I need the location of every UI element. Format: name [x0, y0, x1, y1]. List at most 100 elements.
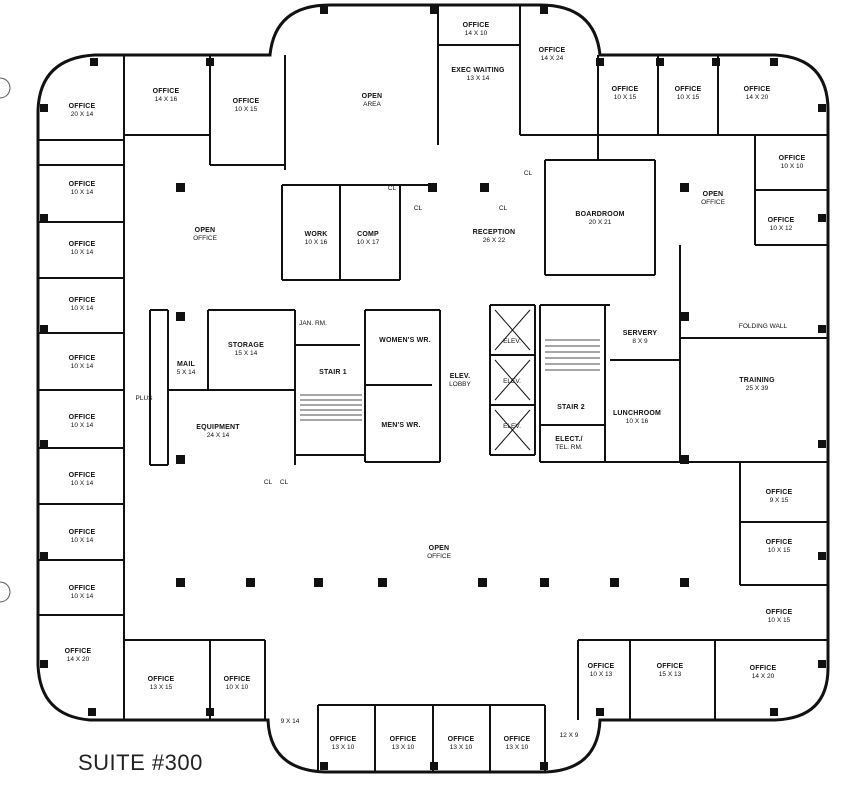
label-dim-12x9: 12 X 9	[560, 732, 579, 739]
room-dims: 14 X 16	[155, 96, 178, 103]
stair-2-treads	[545, 339, 600, 371]
room-name: MEN'S WR.	[381, 422, 420, 429]
room-name: OFFICE	[69, 355, 96, 362]
room-dims: LOBBY	[449, 381, 471, 388]
room-dims: 10 X 13	[590, 671, 613, 678]
room-dims: 8 X 9	[632, 338, 648, 345]
room-name: OFFICE	[69, 297, 96, 304]
grid-bubble-top	[0, 77, 11, 99]
room-name: OFFICE	[69, 529, 96, 536]
room-dims: 10 X 14	[71, 593, 94, 600]
outer-walls	[36, 3, 830, 774]
room-dims: 10 X 14	[71, 537, 94, 544]
room-name: OFFICE	[69, 181, 96, 188]
room-name: OFFICE	[750, 665, 777, 672]
room-name: OFFICE	[69, 414, 96, 421]
room-dims: 26 X 22	[483, 237, 506, 244]
label-elev-3: ELEV.	[503, 423, 521, 430]
room-dims: 10 X 10	[781, 163, 804, 170]
room-name: OPEN	[703, 191, 724, 198]
room-name: LUNCHROOM	[613, 410, 661, 417]
room-dims: 15 X 13	[659, 671, 682, 678]
room-dims: 13 X 10	[392, 744, 415, 751]
room-dims: 25 X 39	[746, 385, 769, 392]
columns	[40, 6, 826, 770]
label-closet-5: CL	[264, 479, 273, 486]
room-name: ELECT./	[555, 436, 582, 443]
room-name: EXEC WAITING	[451, 67, 505, 74]
room-name: OFFICE	[766, 489, 793, 496]
room-dims: 10 X 16	[626, 418, 649, 425]
room-dims: 13 X 14	[467, 75, 490, 82]
room-dims: 10 X 14	[71, 189, 94, 196]
label-elev-1: ELEV.	[503, 338, 521, 345]
room-name: ELEV.	[450, 373, 471, 380]
label-plus-label: PLUS	[136, 395, 154, 402]
room-dims: 10 X 15	[614, 94, 637, 101]
room-name: OFFICE	[612, 86, 639, 93]
room-name: TRAINING	[739, 377, 775, 384]
room-dims: 10 X 17	[357, 239, 380, 246]
label-elev-2: ELEV.	[503, 378, 521, 385]
room-dims: TEL. RM.	[555, 444, 583, 451]
room-name: OFFICE	[766, 539, 793, 546]
room-dims: 10 X 15	[768, 547, 791, 554]
grid-bubble-bottom	[0, 581, 11, 603]
label-closet-2: CL	[414, 205, 423, 212]
label-closet-1: CL	[388, 185, 397, 192]
stair-1-treads	[300, 394, 362, 421]
room-dims: 14 X 20	[752, 673, 775, 680]
room-dims: 10 X 16	[305, 239, 328, 246]
room-name: OFFICE	[588, 663, 615, 670]
room-dims: 10 X 15	[768, 617, 791, 624]
label-closet-4: CL	[524, 170, 533, 177]
room-stair-2: STAIR 2	[557, 404, 585, 411]
room-name: OFFICE	[768, 217, 795, 224]
label-closet-3: CL	[499, 205, 508, 212]
room-dims: 13 X 15	[150, 684, 173, 691]
room-name: OFFICE	[779, 155, 806, 162]
room-dims: 10 X 14	[71, 363, 94, 370]
room-name: EQUIPMENT	[196, 424, 240, 431]
elevator-cabs	[494, 309, 531, 451]
room-name: SERVERY	[623, 330, 658, 337]
room-name: OFFICE	[330, 736, 357, 743]
room-dims: 14 X 20	[746, 94, 769, 101]
room-dims: OFFICE	[427, 553, 451, 560]
room-name: OPEN	[362, 93, 383, 100]
label-folding-wall: FOLDING WALL	[739, 323, 788, 330]
room-name: OFFICE	[657, 663, 684, 670]
room-name: STORAGE	[228, 342, 264, 349]
room-stair-1: STAIR 1	[319, 369, 347, 376]
room-dims: 13 X 10	[506, 744, 529, 751]
